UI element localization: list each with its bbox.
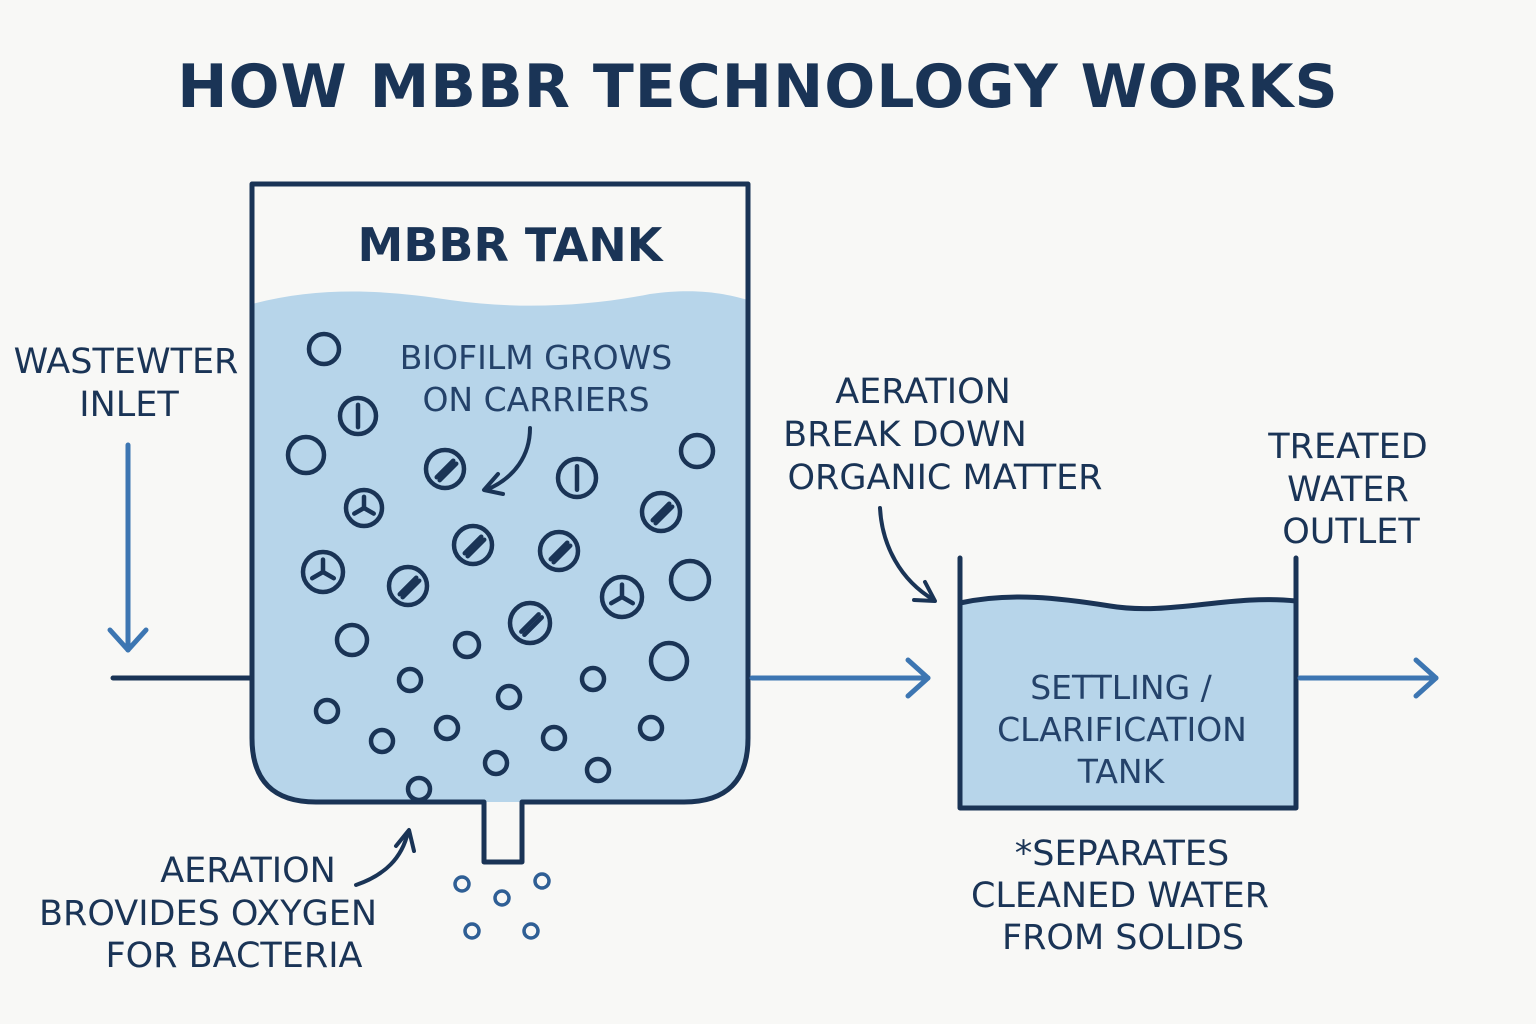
air-bubble-icon: [533, 872, 551, 890]
biofilm-callout: BIOFILM GROWS ON CARRIERS: [400, 338, 672, 496]
carrier-icon: [423, 447, 467, 491]
carrier-icon: [368, 727, 396, 755]
settling-tank: SETTLING / CLARIFICATION TANK: [957, 555, 1299, 811]
carrier-media: [285, 331, 716, 803]
carrier-icon: [343, 487, 385, 529]
settling-tank-water: [960, 596, 1296, 808]
aeration-organic-line-2: BREAK DOWN: [783, 415, 1027, 455]
treated-water-outlet: TREATED WATER OUTLET: [1267, 427, 1439, 699]
outlet-arrow-icon: [1297, 657, 1439, 699]
carrier-icon: [584, 756, 612, 784]
aeration-oxygen-line-3: FOR BACTERIA: [106, 936, 363, 976]
flow-arrow-icon: [749, 657, 931, 699]
outlet-label-line-2: WATER: [1287, 470, 1409, 510]
air-bubble-icon: [522, 922, 540, 940]
biofilm-pointer-arrow: [484, 426, 532, 492]
carrier-icon: [579, 665, 607, 693]
carrier-icon: [405, 775, 433, 803]
biofilm-label-line-1: BIOFILM GROWS: [400, 338, 672, 377]
settling-note: *SEPARATES CLEANED WATER FROM SOLIDS: [971, 834, 1269, 958]
carrier-icon: [306, 331, 342, 367]
outlet-label-line-1: TREATED: [1267, 427, 1427, 467]
wastewater-inlet: WASTEWTER INLET: [14, 342, 253, 681]
aeration-organic-pointer: [878, 506, 936, 602]
carrier-icon: [639, 490, 683, 534]
carrier-icon: [300, 549, 346, 595]
settling-note-line-3: FROM SOLIDS: [1002, 918, 1244, 958]
carrier-icon: [507, 600, 553, 646]
mbbr-tank-wall: [249, 181, 751, 865]
settling-label-line-1: SETTLING /: [1030, 668, 1212, 707]
carrier-icon: [540, 724, 568, 752]
carrier-icon: [537, 529, 581, 573]
air-bubble-icon: [493, 889, 511, 907]
aeration-oxygen-pointer-head: [394, 828, 416, 853]
aeration-bubbles: [453, 872, 551, 940]
aeration-oxygen-pointer: [354, 830, 410, 887]
aeration-organic-pointer-head: [912, 580, 937, 603]
carrier-icon: [334, 622, 370, 658]
settling-label-line-3: TANK: [1077, 752, 1166, 791]
carrier-icon: [678, 432, 716, 470]
aeration-oxygen-line-1: AERATION: [160, 851, 336, 891]
aeration-organic-line-3: ORGANIC MATTER: [788, 458, 1103, 498]
carrier-icon: [386, 564, 430, 608]
carrier-icon: [495, 683, 523, 711]
settling-tank-waterline: [957, 594, 1299, 612]
mbbr-tank-label: MBBR TANK: [358, 218, 665, 272]
aeration-oxygen-callout: AERATION BROVIDES OXYGEN FOR BACTERIA: [39, 828, 416, 976]
inlet-label-line-1: WASTEWTER: [14, 342, 239, 382]
carrier-icon: [337, 395, 379, 437]
air-bubble-icon: [463, 922, 481, 940]
carrier-icon: [433, 714, 461, 742]
page-title: HOW MBBR TECHNOLOGY WORKS: [177, 52, 1338, 122]
air-bubble-icon: [453, 875, 471, 893]
carrier-icon: [648, 640, 690, 682]
aeration-organic-line-1: AERATION: [835, 372, 1011, 412]
carrier-icon: [482, 749, 510, 777]
settling-note-line-2: CLEANED WATER: [971, 876, 1269, 916]
settling-note-line-1: *SEPARATES: [1015, 834, 1229, 874]
settling-label-line-2: CLARIFICATION: [997, 710, 1247, 749]
carrier-icon: [451, 523, 495, 567]
carrier-icon: [555, 456, 599, 500]
carrier-icon: [396, 666, 424, 694]
biofilm-label-line-2: ON CARRIERS: [422, 380, 649, 419]
aeration-organic-callout: AERATION BREAK DOWN ORGANIC MATTER: [783, 372, 1103, 603]
aeration-oxygen-line-2: BROVIDES OXYGEN: [39, 894, 377, 934]
carrier-icon: [452, 630, 482, 660]
inlet-label-line-2: INLET: [79, 385, 179, 425]
outlet-label-line-3: OUTLET: [1282, 512, 1420, 552]
carrier-icon: [668, 558, 712, 602]
biofilm-pointer-head: [482, 472, 505, 496]
inlet-arrow-icon: [107, 442, 149, 653]
carrier-icon: [599, 574, 645, 620]
settling-tank-wall: [957, 555, 1299, 811]
carrier-icon: [313, 697, 341, 725]
mbbr-tank: MBBR TANK: [249, 181, 751, 865]
carrier-icon: [285, 434, 327, 476]
carrier-icon: [637, 714, 665, 742]
